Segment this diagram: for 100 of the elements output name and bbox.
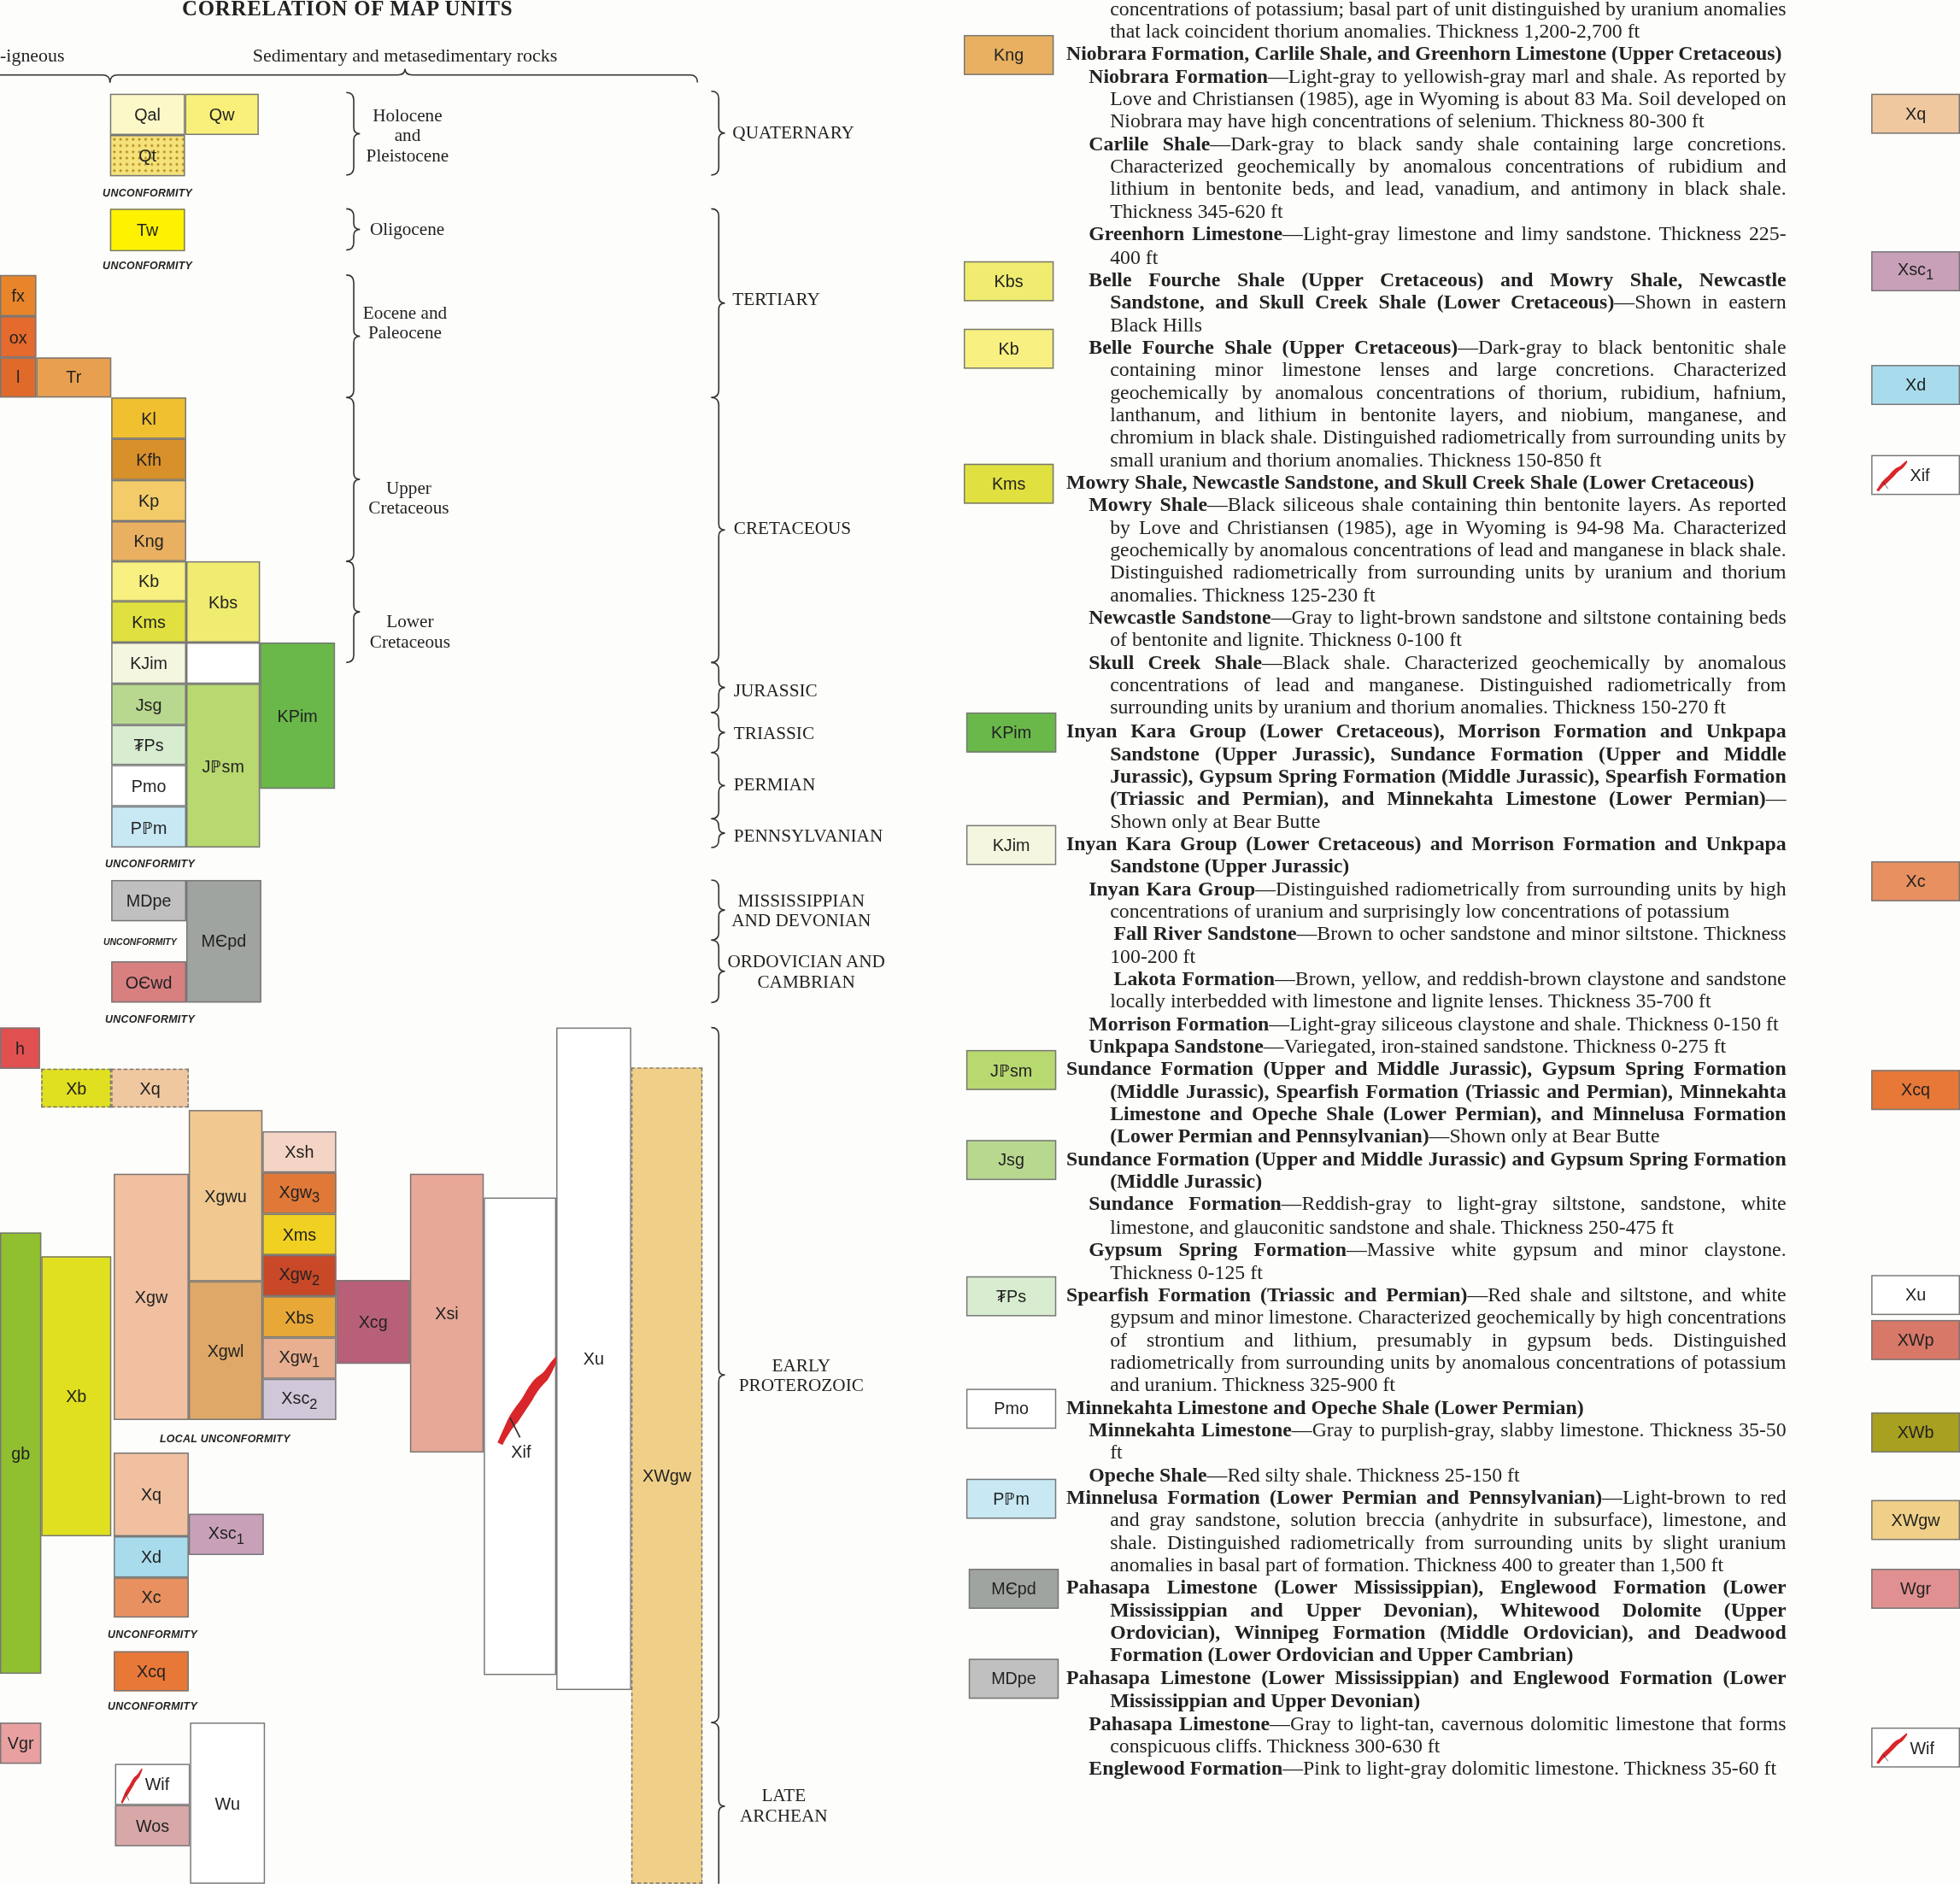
unit-symbol: MDpe: [125, 891, 173, 911]
map-unit-box: [111, 765, 186, 807]
map-unit-box: [556, 1027, 631, 1690]
unit-description: Minnekahta Limestone—Gray to purplish-gray, slabby limestone. Thickness 35-50 ft: [1088, 1418, 1787, 1464]
map-unit-box: [336, 1280, 410, 1365]
unit-symbol: Xq: [139, 1485, 163, 1504]
unit-description: Inyan Kara Group—Distinguished radiometrically from surrounding units by high concentrations of uranium and surprisingly low concentrations of potassium: [1088, 877, 1787, 923]
map-unit-box: [114, 1453, 189, 1537]
unit-symbol: Kb: [997, 339, 1020, 359]
unit-description: Belle Fourche Shale (Upper Cretaceous)—Dark-gray to black bentonitic shale containing minor limestone lenses and large concretions. Characterized geochemically by anomalous concentrations of thorium, rubidium, hafnium, lanthanum, and lithium in bentonite layers, and niobium, manganese, and chromium in black shale. Distinguished radiometrically from surrounding units by small uranium and thorium anomalies. Thickness 150-850 ft: [1088, 336, 1787, 472]
period-label: JURASSIC: [733, 679, 818, 701]
unit-symbol: Wif: [1910, 1739, 1934, 1758]
unconformity-label: UNCONFORMITY: [104, 1012, 197, 1025]
unit-symbol: XWb: [1896, 1423, 1935, 1442]
unit-description: Inyan Kara Group (Lower Cretaceous), Morrison Formation and Unkpapa Sandstone (Upper Jurassic), Sundance Formation (Upper and Middle Jurassic), Gypsum Spring Formation (Middle Jurassic), Spearfish Formation (Triassic and Permian), and Minnekahta Limestone (Lower Permian)—Shown only at Bear Butte: [1065, 719, 1787, 832]
unit-description: Lakota Formation—Brown, yellow, and reddish-brown claystone and sandstone locally interbedded with limestone and lignite lenses. Thickness 35-700 ft: [1109, 967, 1787, 1013]
unit-symbol: gb: [10, 1443, 32, 1463]
map-unit-box: [41, 1256, 112, 1537]
map-unit-box: [111, 521, 186, 561]
epoch-label: Eocene and Paleocene: [361, 302, 449, 343]
unit-symbol: Kbs: [208, 592, 239, 612]
unit-symbol: Kms: [131, 612, 167, 631]
unit-symbol: MЄpd: [200, 931, 248, 951]
map-unit-box: [111, 561, 186, 602]
unit-symbol: Jsg: [997, 1150, 1025, 1170]
unit-description: Niobrara Formation—Light-gray to yellowish-gray marl and shale. As reported by Love and Christiansen (1985), age in Wyoming is about 83 Ma. Soil developed on Niobrara may have high concentrations of selenium. Thickness 80-300 ft: [1088, 65, 1787, 133]
map-unit-box: [965, 1276, 1057, 1317]
map-unit-box: [114, 1805, 191, 1846]
period-label: LATE ARCHEAN: [739, 1785, 829, 1825]
map-unit-box: [964, 328, 1054, 369]
map-unit-box: [964, 463, 1054, 504]
column-heading: -igneous: [0, 44, 65, 67]
unit-symbol: Kng: [993, 45, 1025, 65]
map-unit-box: [188, 1513, 264, 1555]
unit-symbol: Pmo: [993, 1399, 1030, 1418]
unit-symbol: Xc: [1904, 872, 1927, 891]
unit-description: Minnelusa Formation (Lower Permian and Pennsylvanian)—Light-brown to red and gray sandstone, solution breccia (anhydrite in subsurface), limestone, and shale. Distinguished radiometrically from surrounding units by slight uranium anomalies in basal part of formation. Thickness 400 to greater than 1,500 ft: [1065, 1486, 1787, 1577]
unit-description: Pahasapa Limestone—Gray to light-tan, cavernous dolomitic limestone that forms conspicuous cliffs. Thickness 300-630 ft: [1088, 1711, 1787, 1758]
map-unit-box: [0, 1027, 40, 1069]
unit-symbol: Xif: [1910, 466, 1930, 485]
map-unit-box: [0, 316, 37, 358]
unit-description: Opeche Shale—Red silty shale. Thickness 25-150 ft: [1088, 1464, 1521, 1487]
map-unit-box: [1871, 365, 1960, 405]
map-unit-box: [964, 34, 1054, 75]
unit-symbol: l: [15, 367, 21, 387]
map-unit-box: [111, 1068, 189, 1108]
unit-symbol: Kbs: [993, 272, 1024, 291]
unit-heading: Pahasapa Limestone (Lower Mississippian) and Englewood Formation (Lower Mississippian and Upper Devonian): [1065, 1666, 1787, 1712]
map-unit-box: [186, 561, 261, 643]
map-unit-box: [111, 961, 186, 1003]
unit-symbol: XWgw: [1890, 1511, 1941, 1529]
unit-symbol: Wgr: [1898, 1579, 1933, 1599]
unconformity-label: LOCAL UNCONFORMITY: [158, 1432, 291, 1446]
map-unit-box: [0, 357, 37, 398]
map-unit-box: [262, 1172, 337, 1214]
unit-symbol: Xcq: [1900, 1080, 1932, 1100]
unit-description: Mowry Shale—Black siliceous shale containing thin bentonite layers. As reported by Love and Christiansen (1985), age in Wyoming is 94-98 Ma. Characterized geochemically by anomalous concentrations of lead and manganese in black shale. Distinguished radiometrically from surrounding units by uranium and thorium anomalies. Thickness 125-230 ft: [1089, 493, 1787, 607]
unit-description: Greenhorn Limestone—Light-gray limestone and limy sandstone. Thickness 225-400 ft: [1088, 223, 1787, 268]
unit-heading: Niobrara Formation, Carlile Shale, and Greenhorn Limestone (Upper Cretaceous): [1065, 42, 1783, 66]
unit-symbol: Wif: [144, 1775, 170, 1794]
unit-symbol: Jsg: [134, 695, 163, 714]
unit-symbol: Xgwu: [203, 1186, 248, 1206]
unit-symbol: Xq: [138, 1078, 161, 1098]
unit-symbol: Tw: [136, 220, 160, 240]
unit-symbol: MDpe: [990, 1669, 1037, 1688]
map-unit-box: [1871, 1070, 1960, 1111]
unit-symbol: Xd: [139, 1547, 163, 1567]
unit-symbol: Pmo: [130, 776, 167, 795]
map-unit-box: [1871, 1319, 1960, 1360]
epoch-label: Upper Cretaceous: [367, 477, 450, 518]
unconformity-label: UNCONFORMITY: [104, 857, 197, 871]
period-label: MISSISSIPPIAN AND DEVONIAN: [731, 889, 872, 930]
map-unit-box: [1871, 1500, 1960, 1541]
unit-symbol: Xif: [511, 1442, 531, 1462]
map-unit-box: [111, 643, 186, 684]
unit-symbol: Xms: [281, 1224, 318, 1244]
unit-symbol: ₮Ps: [995, 1287, 1028, 1306]
unit-heading: Minnekahta Limestone and Opeche Shale (Lower Permian): [1065, 1396, 1585, 1419]
unit-description: Sundance Formation—Reddish-gray to light-gray siltstone, sandstone, white limestone, and glauconitic sandstone and shale. Thickness 250-475 ft: [1088, 1193, 1787, 1239]
map-unit-box: [631, 1067, 703, 1884]
chart-title: CORRELATION OF MAP UNITS: [181, 0, 514, 21]
unit-symbol: Wos: [134, 1816, 171, 1835]
unit-symbol: fx: [10, 286, 26, 305]
map-unit-box: [1871, 1275, 1960, 1316]
map-unit-box: [188, 1281, 263, 1420]
map-unit-box: [965, 825, 1057, 866]
unit-symbol: Xgwl: [206, 1341, 245, 1360]
map-unit-box: [36, 357, 112, 398]
map-unit-box: [188, 1110, 263, 1282]
unit-symbol: h: [14, 1038, 26, 1058]
unconformity-label: UNCONFORMITY: [102, 936, 179, 948]
unit-symbol: Xcq: [136, 1662, 167, 1681]
unit-symbol: OЄwd: [124, 972, 173, 992]
unit-symbol: Xgw: [133, 1287, 169, 1306]
unit-symbol: Xsc$_{1}$: [207, 1523, 245, 1546]
map-unit-box: [114, 1651, 189, 1692]
period-label: ORDOVICIAN AND CAMBRIAN: [726, 951, 886, 992]
unit-symbol: Xb: [65, 1078, 88, 1098]
map-unit-box: [260, 643, 336, 789]
unit-description: Morrison Formation—Light-gray siliceous claystone and shale. Thickness 0-150 ft: [1088, 1012, 1780, 1036]
